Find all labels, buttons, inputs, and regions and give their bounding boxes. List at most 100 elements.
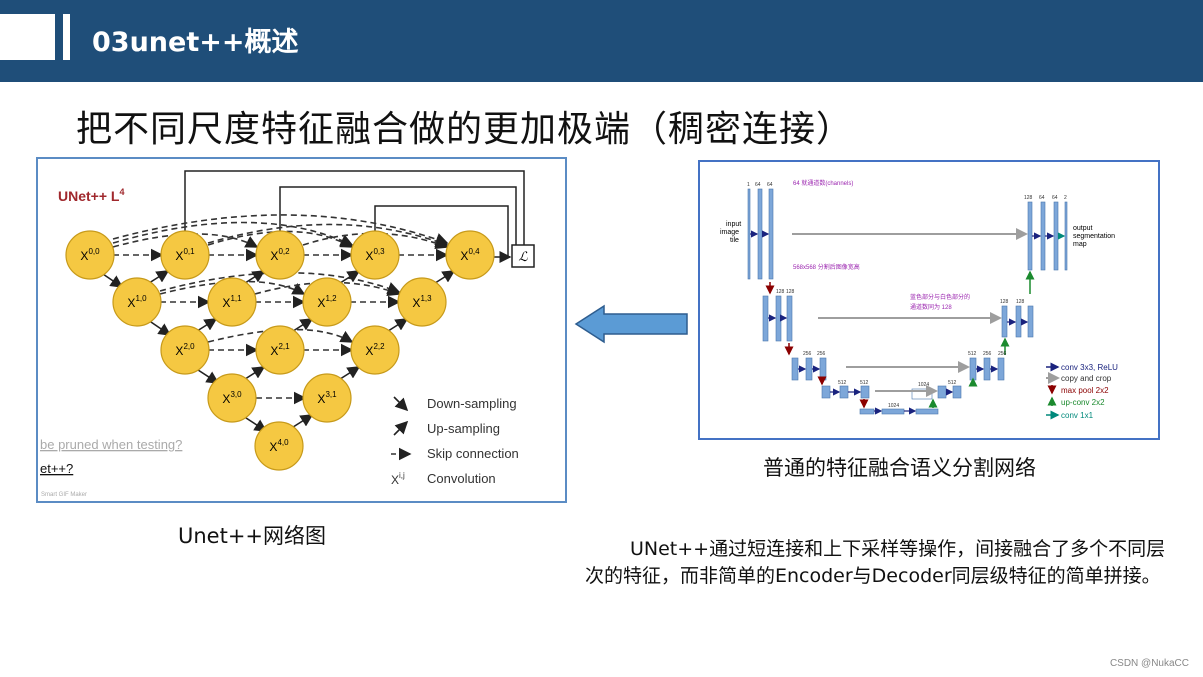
svg-text:X3,0: X3,0 [222,390,242,406]
svg-text:X3,1: X3,1 [317,390,337,406]
overlay-etpp-text: et++? [40,461,73,476]
svg-text:64: 64 [755,182,761,188]
diagram-legend: Down-sampling Up-sampling Skip connectio… [391,396,519,487]
svg-text:256: 256 [998,351,1007,357]
node-x40: X4,0 [254,421,304,471]
unet-legend: conv 3x3, ReLU copy and crop max pool 2x… [1046,362,1118,420]
svg-text:X0,3: X0,3 [365,247,385,263]
svg-text:X0,4: X0,4 [460,247,480,263]
caption-unet: 普通的特征融合语义分割网络 [763,456,1036,480]
svg-text:up-conv 2x2: up-conv 2x2 [1061,398,1105,407]
svg-text:64: 64 [1039,195,1045,201]
svg-text:max pool 2x2: max pool 2x2 [1061,386,1109,395]
output-label-1: output [1073,225,1093,232]
svg-text:512: 512 [860,380,869,386]
svg-text:X0,0: X0,0 [80,247,100,263]
slide-subtitle: 把不同尺度特征融合做的更加极端（稠密连接） [76,109,854,150]
node-x10: X1,0 [112,277,162,327]
node-x22: X2,2 [350,325,400,375]
down-sampling-arrow-icon [393,396,409,412]
diagram-title: UNet++ L4 [58,187,124,204]
caption-unetpp: Unet++网络图 [178,524,327,548]
legend-down-sampling: Down-sampling [427,396,517,411]
svg-text:conv 1x1: conv 1x1 [1061,411,1094,420]
svg-text:1024: 1024 [918,382,929,388]
watermark: CSDN @NukaCC [1109,658,1189,669]
copy-crop-arrows [792,228,1028,397]
svg-text:512: 512 [838,380,847,386]
description-text: UNet++通过短连接和上下采样等操作，间接融合了多个不同层次的特征，而非简单的… [585,538,1166,587]
svg-text:X2,1: X2,1 [270,342,290,358]
svg-text:128: 128 [1000,299,1009,305]
slide-header: 03unet++概述 [0,0,1203,82]
unet-diagram-panel: input image tile output segmentation map… [698,160,1160,440]
svg-text:128: 128 [776,289,785,295]
svg-text:512: 512 [968,351,977,357]
svg-text:1024: 1024 [888,403,899,409]
header-decor-bar [63,14,70,60]
unetpp-diagram-panel: UNet++ L4 ℒ [36,157,567,503]
node-x20: X2,0 [160,325,210,375]
svg-text:conv 3x3, ReLU: conv 3x3, ReLU [1061,363,1118,372]
svg-text:X1,1: X1,1 [222,294,242,310]
svg-text:128: 128 [1016,299,1025,305]
legend-up-sampling: Up-sampling [427,421,500,436]
input-label-3: tile [730,237,739,244]
node-x03: X0,3 [350,230,400,280]
slide-title: 03unet++概述 [92,27,299,58]
svg-text:X1,3: X1,3 [412,294,432,310]
anno-color-2: 通道数同为 128 [910,303,952,311]
node-x02: X0,2 [255,230,305,280]
node-x12: X1,2 [302,277,352,327]
svg-text:256: 256 [817,351,826,357]
node-x30: X3,0 [207,373,257,423]
loss-symbol: ℒ [518,249,528,264]
input-label-1: input [726,221,741,228]
svg-text:copy and crop: copy and crop [1061,374,1112,383]
maxpool-arrows [765,282,869,409]
node-x21: X2,1 [255,325,305,375]
svg-text:X1,2: X1,2 [317,294,337,310]
svg-text:X4,0: X4,0 [269,438,289,454]
anno-channels: 64 就通道数(channels) [793,179,853,187]
svg-text:256: 256 [803,351,812,357]
upconv-arrows [928,270,1035,408]
convolution-symbol: Xi,j [391,471,405,487]
overlay-pruned-text: be pruned when testing? [40,437,182,452]
up-sampling-arrow-icon [393,420,409,436]
svg-text:256: 256 [983,351,992,357]
svg-text:128: 128 [1024,195,1033,201]
svg-text:X2,0: X2,0 [175,342,195,358]
svg-text:128: 128 [786,289,795,295]
svg-text:X0,2: X0,2 [270,247,290,263]
svg-text:1: 1 [747,182,750,188]
gif-maker-logo: Smart GIF Maker [41,492,87,498]
svg-text:64: 64 [767,182,773,188]
node-x13: X1,3 [397,277,447,327]
node-x00: X0,0 [65,230,115,280]
svg-text:2: 2 [1064,195,1067,201]
legend-convolution: Convolution [427,471,496,486]
conv-arrows [750,230,1055,415]
anno-size: 568x568 分割后图像宽高 [793,263,860,271]
svg-text:64: 64 [1052,195,1058,201]
svg-text:X0,1: X0,1 [175,247,195,263]
unetpp-diagram: UNet++ L4 ℒ [40,170,535,498]
loss-box [511,244,535,268]
node-x31: X3,1 [302,373,352,423]
node-x04: X0,4 [445,230,495,280]
node-x11: X1,1 [207,277,257,327]
unet-diagram: input image tile output segmentation map… [720,179,1118,420]
left-pointing-arrow-icon [574,304,688,344]
svg-text:X2,2: X2,2 [365,342,385,358]
output-label-2: segmentation [1073,233,1115,240]
svg-text:512: 512 [948,380,957,386]
header-decor-block [0,14,55,60]
channel-dims: 1 64 64 128 128 256 256 512 512 1024 102… [747,182,1067,409]
output-label-3: map [1073,241,1087,248]
deep-supervision-lines [184,170,525,257]
svg-text:X1,0: X1,0 [127,294,147,310]
anno-color-1: 蓝色部分与白色部分的 [910,293,970,301]
legend-skip-connection: Skip connection [427,446,519,461]
input-label-2: image [720,229,739,236]
